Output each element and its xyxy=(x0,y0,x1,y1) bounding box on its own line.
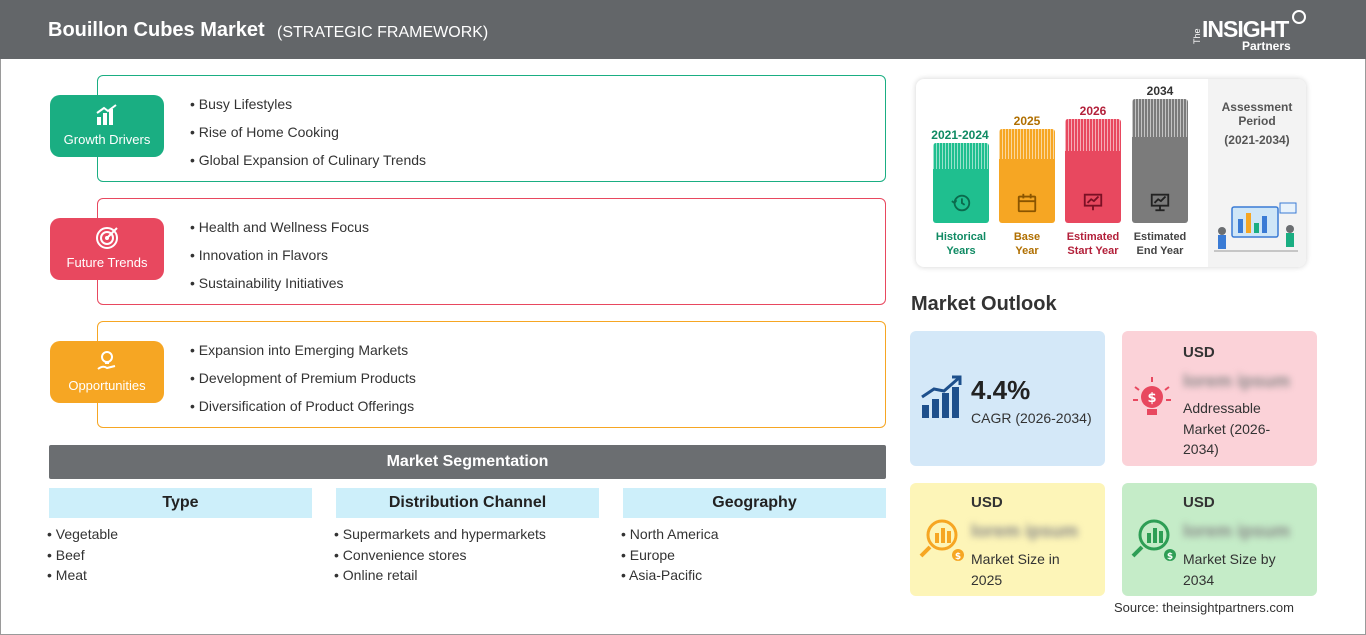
cagr-value: 4.4% xyxy=(971,375,1031,405)
size-2025-value: lorem ipsum xyxy=(971,521,1079,541)
end-year-column xyxy=(1132,99,1188,223)
magnifier-chart-icon: $ xyxy=(1131,519,1176,562)
year-label: 2025 xyxy=(1013,114,1041,128)
opportunities-badge: Opportunities xyxy=(50,341,164,403)
list-item: • Supermarkets and hypermarkets xyxy=(334,526,546,542)
size-2034-currency: USD xyxy=(1183,494,1215,511)
history-clock-icon xyxy=(951,194,971,212)
size-2034-value: lorem ipsum xyxy=(1183,521,1291,541)
list-item: • Vegetable xyxy=(47,526,119,542)
historical-years-column xyxy=(933,143,989,223)
future-trends-list: • Health and Wellness Focus • Innovation… xyxy=(190,219,369,303)
base-year-column xyxy=(999,129,1055,223)
future-trends-label: Future Trends xyxy=(66,255,148,270)
list-item: • Global Expansion of Culinary Trends xyxy=(190,152,427,168)
start-year-column xyxy=(1065,119,1121,223)
addressable-value: lorem ipsum xyxy=(1183,371,1291,391)
segment-distribution-heading: Distribution Channel xyxy=(336,488,599,518)
list-item: • Rise of Home Cooking xyxy=(190,124,339,140)
svg-text:$: $ xyxy=(955,552,961,562)
list-item: • Online retail xyxy=(334,567,418,583)
cagr-card: 4.4% CAGR (2026-2034) xyxy=(910,331,1105,466)
list-item: • Innovation in Flavors xyxy=(190,247,328,263)
header-bar: Bouillon Cubes Market (STRATEGIC FRAMEWO… xyxy=(0,0,1366,59)
growth-drivers-badge: Growth Drivers xyxy=(50,95,164,157)
addressable-currency: USD xyxy=(1183,344,1215,361)
bar-chart-icon xyxy=(96,104,117,125)
list-item: • Beef xyxy=(47,546,85,563)
size-2025-currency: USD xyxy=(971,494,1003,511)
assessment-period: (2021-2034) xyxy=(1224,133,1290,147)
list-item: • Sustainability Initiatives xyxy=(190,275,344,291)
lightbulb-hand-icon xyxy=(97,351,116,370)
svg-text:$: $ xyxy=(1167,552,1173,562)
segment-geography-heading: Geography xyxy=(623,488,886,518)
page-subtitle: (STRATEGIC FRAMEWORK) xyxy=(277,24,489,41)
opportunities-label: Opportunities xyxy=(68,378,146,393)
monitor-icon xyxy=(1150,193,1170,212)
page-title: Bouillon Cubes Market xyxy=(48,19,265,41)
lightbulb-dollar-icon: $ xyxy=(1133,377,1171,415)
opportunities-list: • Expansion into Emerging Markets • Deve… xyxy=(190,342,416,426)
list-item: • Expansion into Emerging Markets xyxy=(190,342,409,358)
segment-type-list: • Vegetable • Beef • Meat xyxy=(47,526,118,588)
year-label: 2021-2024 xyxy=(931,128,989,142)
list-item: • Asia-Pacific xyxy=(621,567,703,583)
source-note: Source: theinsightpartners.com xyxy=(1114,600,1294,615)
growth-drivers-label: Growth Drivers xyxy=(63,132,151,147)
market-segmentation-heading: Market Segmentation xyxy=(49,445,886,479)
assessment-period-panel: Assessment Period (2021-2034) 2021-2024 … xyxy=(916,79,1306,267)
analyst-illustration-icon xyxy=(1214,202,1298,252)
segment-type-heading: Type xyxy=(49,488,312,518)
cagr-label: CAGR (2026-2034) xyxy=(971,410,1092,426)
growth-drivers-list: • Busy Lifestyles • Rise of Home Cooking… xyxy=(190,96,426,180)
target-icon xyxy=(96,227,118,249)
list-item: • Health and Wellness Focus xyxy=(190,219,369,235)
segment-distribution-list: • Supermarkets and hypermarkets • Conven… xyxy=(334,526,546,588)
insight-partners-logo: The INSIGHT Partners xyxy=(1192,8,1312,54)
future-trends-badge: Future Trends xyxy=(50,218,164,280)
list-item: • Development of Premium Products xyxy=(190,370,416,386)
list-item: • North America xyxy=(621,526,719,542)
assessment-title: Assessment Period xyxy=(1221,100,1293,128)
market-outlook-title: Market Outlook xyxy=(911,293,1057,315)
year-label: 2034 xyxy=(1146,84,1174,98)
list-item: • Busy Lifestyles xyxy=(190,96,293,112)
list-item: • Meat xyxy=(47,567,87,583)
list-item: • Convenience stores xyxy=(334,546,467,563)
calendar-icon xyxy=(1017,193,1037,213)
growth-chart-icon xyxy=(921,375,962,418)
presentation-icon xyxy=(1083,193,1103,211)
magnifier-dollar-icon: $ xyxy=(919,519,964,562)
svg-text:$: $ xyxy=(1147,391,1156,406)
list-item: • Europe xyxy=(621,546,675,563)
list-item: • Diversification of Product Offerings xyxy=(190,398,415,414)
segment-geography-list: • North America • Europe • Asia-Pacific xyxy=(621,526,719,588)
year-label: 2026 xyxy=(1079,104,1107,118)
